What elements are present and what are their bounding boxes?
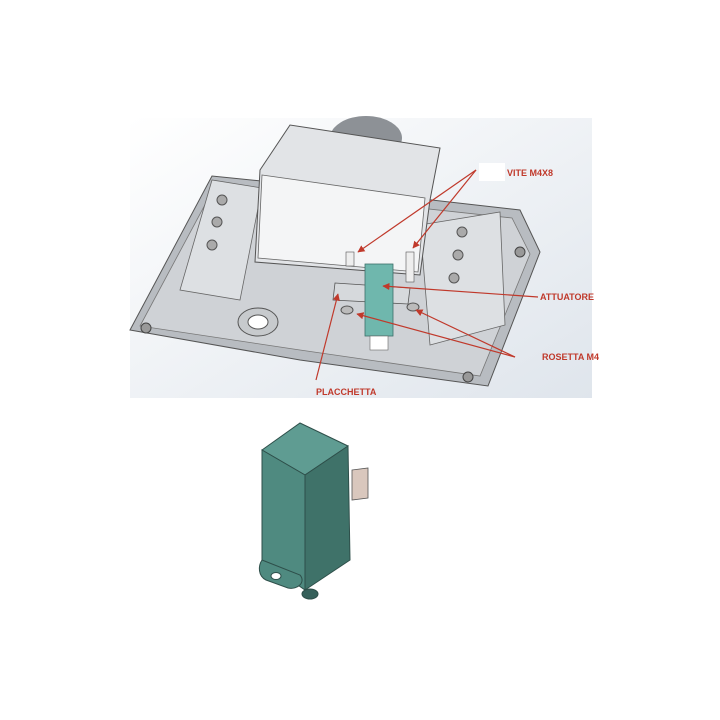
bolt-head	[206, 239, 218, 251]
mounting-hole	[462, 371, 474, 383]
label-plate: PLACCHETTA	[316, 387, 377, 397]
washer	[406, 302, 420, 312]
bolt-head	[216, 194, 228, 206]
right-block	[419, 211, 506, 346]
bolt-head	[452, 249, 464, 261]
mounting-hole	[514, 246, 526, 258]
actuator	[364, 263, 394, 337]
screw	[345, 251, 355, 267]
label-screw: VITE M4X8	[507, 168, 553, 178]
part-view	[258, 422, 369, 600]
assembly-view: VITE M4X8 ATTUATORE ROSETTA M4 PLACCHETT…	[129, 116, 599, 398]
label-washer: ROSETTA M4	[542, 352, 599, 362]
bushing-hole	[247, 314, 269, 330]
mounting-hole	[140, 322, 152, 334]
part-shaft	[301, 588, 319, 600]
washer	[340, 305, 354, 315]
cover-box-front	[257, 174, 426, 273]
label-actuator: ATTUATORE	[540, 292, 594, 302]
terminal-tab	[351, 467, 369, 501]
lug-hole	[270, 572, 282, 580]
bolt-head	[448, 272, 460, 284]
actuator-shaft	[369, 335, 389, 351]
label-mask	[479, 163, 505, 181]
bolt-head	[456, 226, 468, 238]
screw	[405, 251, 415, 283]
bolt-head	[211, 216, 223, 228]
annotation-arrows	[315, 169, 539, 381]
